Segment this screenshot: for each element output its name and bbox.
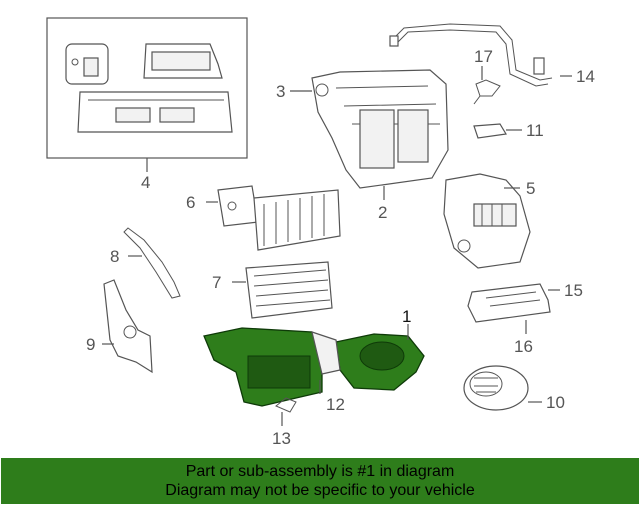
callout-14[interactable]: 14 <box>576 67 595 86</box>
part-6-evaporator[interactable] <box>206 185 341 251</box>
callout-11[interactable]: 11 <box>526 121 544 140</box>
callout-12[interactable]: 12 <box>326 395 345 414</box>
part-14-wiring[interactable] <box>389 23 572 87</box>
part-9-actuator[interactable] <box>102 279 153 374</box>
part-4-vent-kit[interactable] <box>46 17 248 172</box>
callout-3[interactable]: 3 <box>276 82 285 101</box>
part-8-bracket[interactable] <box>123 227 181 299</box>
notice-line-2: Diagram may not be specific to your vehi… <box>165 482 475 499</box>
callout-13[interactable]: 13 <box>272 429 291 448</box>
callout-16[interactable]: 16 <box>514 337 533 356</box>
part-17-sensor[interactable] <box>473 66 501 105</box>
callout-5[interactable]: 5 <box>526 179 535 198</box>
part-11-module[interactable] <box>473 123 522 139</box>
part-1-lower-housing[interactable] <box>203 324 425 407</box>
notice-banner: Part or sub-assembly is #1 in diagram Di… <box>1 458 639 504</box>
part-13-drain[interactable] <box>275 397 297 426</box>
callout-6[interactable]: 6 <box>186 193 195 212</box>
part-7-heater-core[interactable] <box>232 261 333 319</box>
callout-17[interactable]: 17 <box>474 47 493 66</box>
callout-9[interactable]: 9 <box>86 335 95 354</box>
part-15-filter-door[interactable] <box>467 283 560 334</box>
callout-1[interactable]: 1 <box>402 307 411 326</box>
notice-line-1: Part or sub-assembly is #1 in diagram <box>185 463 455 480</box>
part-5-duct[interactable] <box>443 173 531 269</box>
callout-8[interactable]: 8 <box>110 247 119 266</box>
callout-2[interactable]: 2 <box>378 203 387 222</box>
callout-15[interactable]: 15 <box>564 281 583 300</box>
callout-4[interactable]: 4 <box>141 173 150 192</box>
part-10-blower-motor[interactable] <box>463 365 542 411</box>
callout-10[interactable]: 10 <box>546 393 565 412</box>
callout-7[interactable]: 7 <box>212 273 221 292</box>
parts-diagram: 1 2 3 4 5 6 7 8 9 10 11 12 13 14 15 16 1… <box>46 17 595 448</box>
part-2-housing[interactable] <box>290 69 449 200</box>
